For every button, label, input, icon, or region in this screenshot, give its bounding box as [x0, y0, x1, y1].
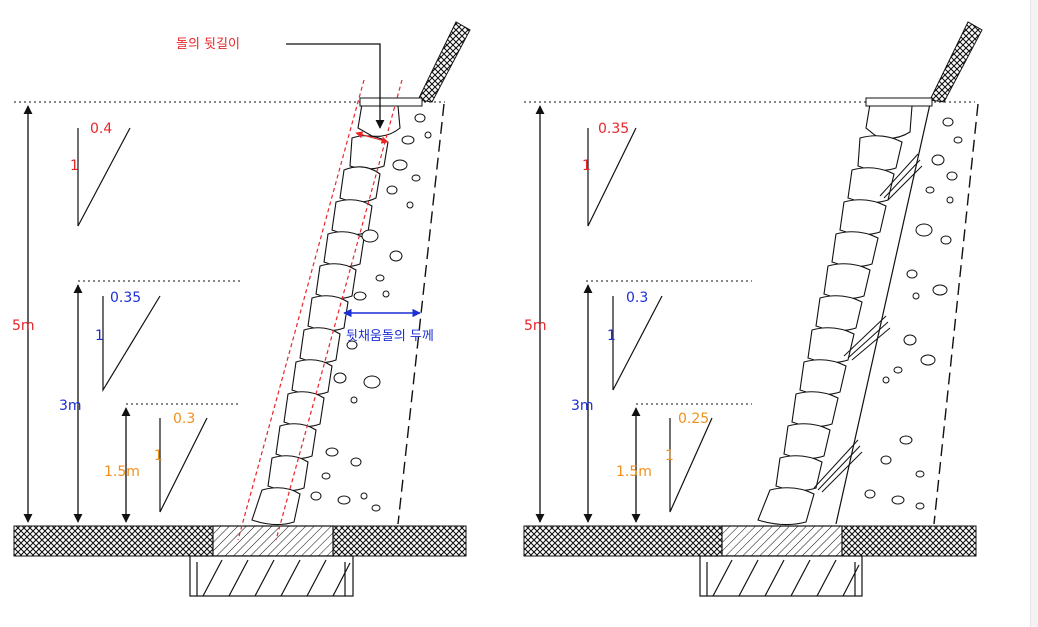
left-slope-2-run: 0.35: [110, 290, 141, 306]
left-slope-triangle-3: [159, 417, 208, 513]
right-slope-triangle-3: [669, 417, 713, 513]
left-slope-2-rise: 1: [95, 328, 104, 344]
right-footing-bottom: [699, 555, 863, 597]
left-height-3m: 3m: [59, 398, 82, 414]
right-top-earth-slope: [929, 21, 983, 103]
right-slope-2-rise: 1: [607, 328, 616, 344]
left-red-guide-inner: [275, 79, 403, 541]
left-slope-3-run: 0.3: [173, 411, 195, 427]
right-slope-triangle-1: [587, 127, 637, 227]
left-red-guide-outer: [237, 79, 365, 541]
left-footing-piles: [196, 559, 351, 597]
right-height-5m: 5m: [524, 318, 547, 334]
left-height-5m: 5m: [12, 318, 35, 334]
left-footing-top: [212, 525, 334, 557]
left-footing-bottom: [189, 555, 354, 597]
right-slope-triangle-2: [612, 295, 663, 391]
right-height-15m: 1.5m: [616, 464, 652, 480]
left-slope-3-rise: 1: [154, 448, 163, 464]
right-backfill-boundary: [933, 103, 979, 525]
left-diagram: 돌의 뒷길이 뒷채움돌의 두께 5m 3m 1.5m 0.4 1 0.35 1 …: [12, 21, 471, 597]
left-ground-right: [332, 525, 467, 557]
left-slope-triangle-2: [102, 295, 161, 393]
right-footing-piles: [706, 559, 860, 597]
left-stone-wall: [251, 100, 401, 526]
right-slope-2-run: 0.3: [626, 290, 648, 306]
right-ground-right: [841, 525, 977, 557]
right-drain-bands: [813, 153, 923, 493]
left-slope-1-rise: 1: [70, 158, 79, 174]
left-callout-stone-depth: 돌의 뒷길이: [176, 37, 240, 52]
right-backfill-pebbles: [864, 117, 963, 510]
right-ground-left: [523, 525, 723, 557]
left-stone-depth-arrow: [355, 131, 389, 144]
right-footing-top: [721, 525, 843, 557]
right-slope-3-rise: 1: [665, 448, 674, 464]
right-slope-1-rise: 1: [582, 158, 591, 174]
right-cap-stone: [865, 97, 933, 107]
left-height-15m: 1.5m: [104, 464, 140, 480]
right-slope-3-run: 0.25: [678, 411, 709, 427]
right-height-3m: 3m: [571, 398, 594, 414]
left-top-earth-slope: [417, 21, 471, 103]
right-diagram: 5m 3m 1.5m 0.35 1 0.3 1 0.25 1: [523, 21, 983, 597]
right-slope-1-run: 0.35: [598, 121, 629, 137]
left-slope-1-run: 0.4: [90, 121, 112, 137]
left-backfill-boundary: [397, 103, 445, 525]
vertical-scrollbar[interactable]: [1030, 0, 1038, 627]
left-ground-left: [13, 525, 214, 557]
left-callout-backfill-thickness: 뒷채움돌의 두께: [346, 329, 434, 344]
left-cap-stone: [359, 97, 423, 107]
left-backfill-pebbles: [310, 113, 432, 512]
left-callout-stone-depth-leader: [286, 43, 385, 129]
left-slope-triangle-1: [77, 127, 131, 227]
